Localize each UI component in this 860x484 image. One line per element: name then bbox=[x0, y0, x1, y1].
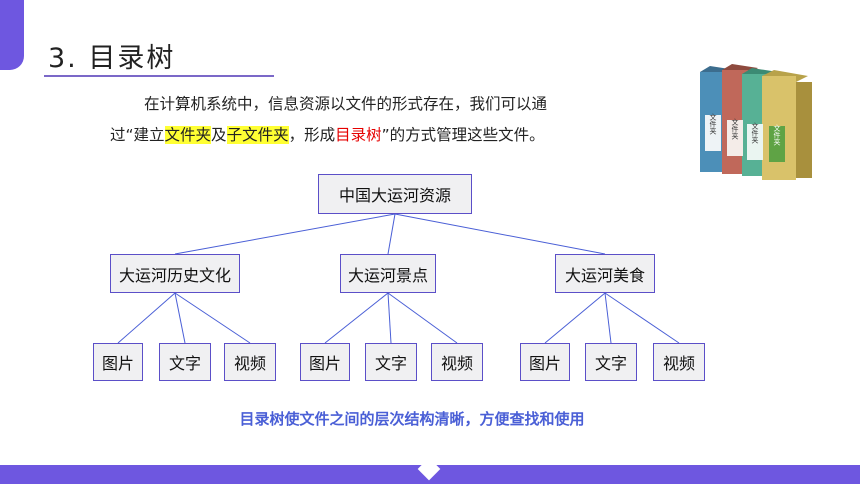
connector-b3-c3 bbox=[604, 292, 680, 344]
tree-branch-cuisine: 大运河美食 bbox=[555, 254, 655, 293]
tree-branch-scenic-spots: 大运河景点 bbox=[340, 254, 436, 293]
tree-leaf-videos: 视频 bbox=[224, 343, 276, 381]
tree-caption: 目录树使文件之间的层次结构清晰，方便查找和使用 bbox=[239, 410, 585, 428]
connector-b3-c1 bbox=[544, 292, 606, 344]
corner-accent-tab bbox=[0, 0, 24, 70]
binder-label-text-2: 文件夹 bbox=[731, 118, 739, 141]
binder-label-3 bbox=[747, 124, 763, 160]
tree-leaf-text: 文字 bbox=[159, 343, 211, 381]
connector-b1-c2 bbox=[174, 292, 186, 344]
connector-b3-c2 bbox=[604, 292, 612, 344]
binders-illustration: 文件夹 文件夹 文件夹 文件夹 bbox=[700, 64, 812, 180]
binder-label-2 bbox=[727, 120, 743, 156]
paragraph-line-1: 在计算机系统中，信息资源以文件的形式存在，我们可以通 bbox=[144, 95, 548, 113]
tree-leaf-videos: 视频 bbox=[653, 343, 705, 381]
highlight-folder: 文件夹 bbox=[164, 126, 212, 144]
binder-label-1 bbox=[705, 115, 721, 151]
tree-leaf-videos: 视频 bbox=[431, 343, 483, 381]
tree-branch-history-culture: 大运河历史文化 bbox=[110, 254, 240, 293]
connector-b1-c3 bbox=[174, 292, 251, 344]
connector-root-branch-3 bbox=[394, 213, 606, 255]
paragraph-text: 及 bbox=[211, 126, 227, 144]
connector-root-branch-2 bbox=[387, 213, 396, 255]
connector-b1-c1 bbox=[117, 292, 176, 344]
paragraph-text: 过“建立 bbox=[110, 126, 165, 144]
paragraph-text: ，形成 bbox=[288, 126, 336, 144]
highlight-subfolder: 子文件夹 bbox=[226, 126, 289, 144]
binder-label-text-3: 文件夹 bbox=[751, 122, 759, 145]
tree-leaf-text: 文字 bbox=[585, 343, 637, 381]
intro-paragraph: 在计算机系统中，信息资源以文件的形式存在，我们可以通 过“建立文件夹及子文件夹，… bbox=[110, 89, 650, 151]
title-underline bbox=[44, 75, 274, 77]
connector-b2-c3 bbox=[387, 292, 458, 344]
connector-root-branch-1 bbox=[174, 213, 396, 255]
tree-leaf-text: 文字 bbox=[365, 343, 417, 381]
slide-title: 3. 目录树 bbox=[48, 43, 176, 74]
binder-label-text-4: 文件夹 bbox=[773, 124, 781, 147]
connector-b2-c1 bbox=[324, 292, 389, 344]
tree-leaf-images: 图片 bbox=[520, 343, 570, 381]
tree-root-node: 中国大运河资源 bbox=[318, 174, 472, 214]
paragraph-text: ”的方式管理这些文件。 bbox=[381, 126, 545, 144]
binder-label-4 bbox=[769, 126, 785, 162]
tree-leaf-images: 图片 bbox=[300, 343, 350, 381]
highlight-directory-tree: 目录树 bbox=[335, 126, 382, 144]
connector-b2-c2 bbox=[387, 292, 392, 344]
tree-leaf-images: 图片 bbox=[93, 343, 143, 381]
binder-label-text-1: 文件夹 bbox=[709, 113, 717, 136]
